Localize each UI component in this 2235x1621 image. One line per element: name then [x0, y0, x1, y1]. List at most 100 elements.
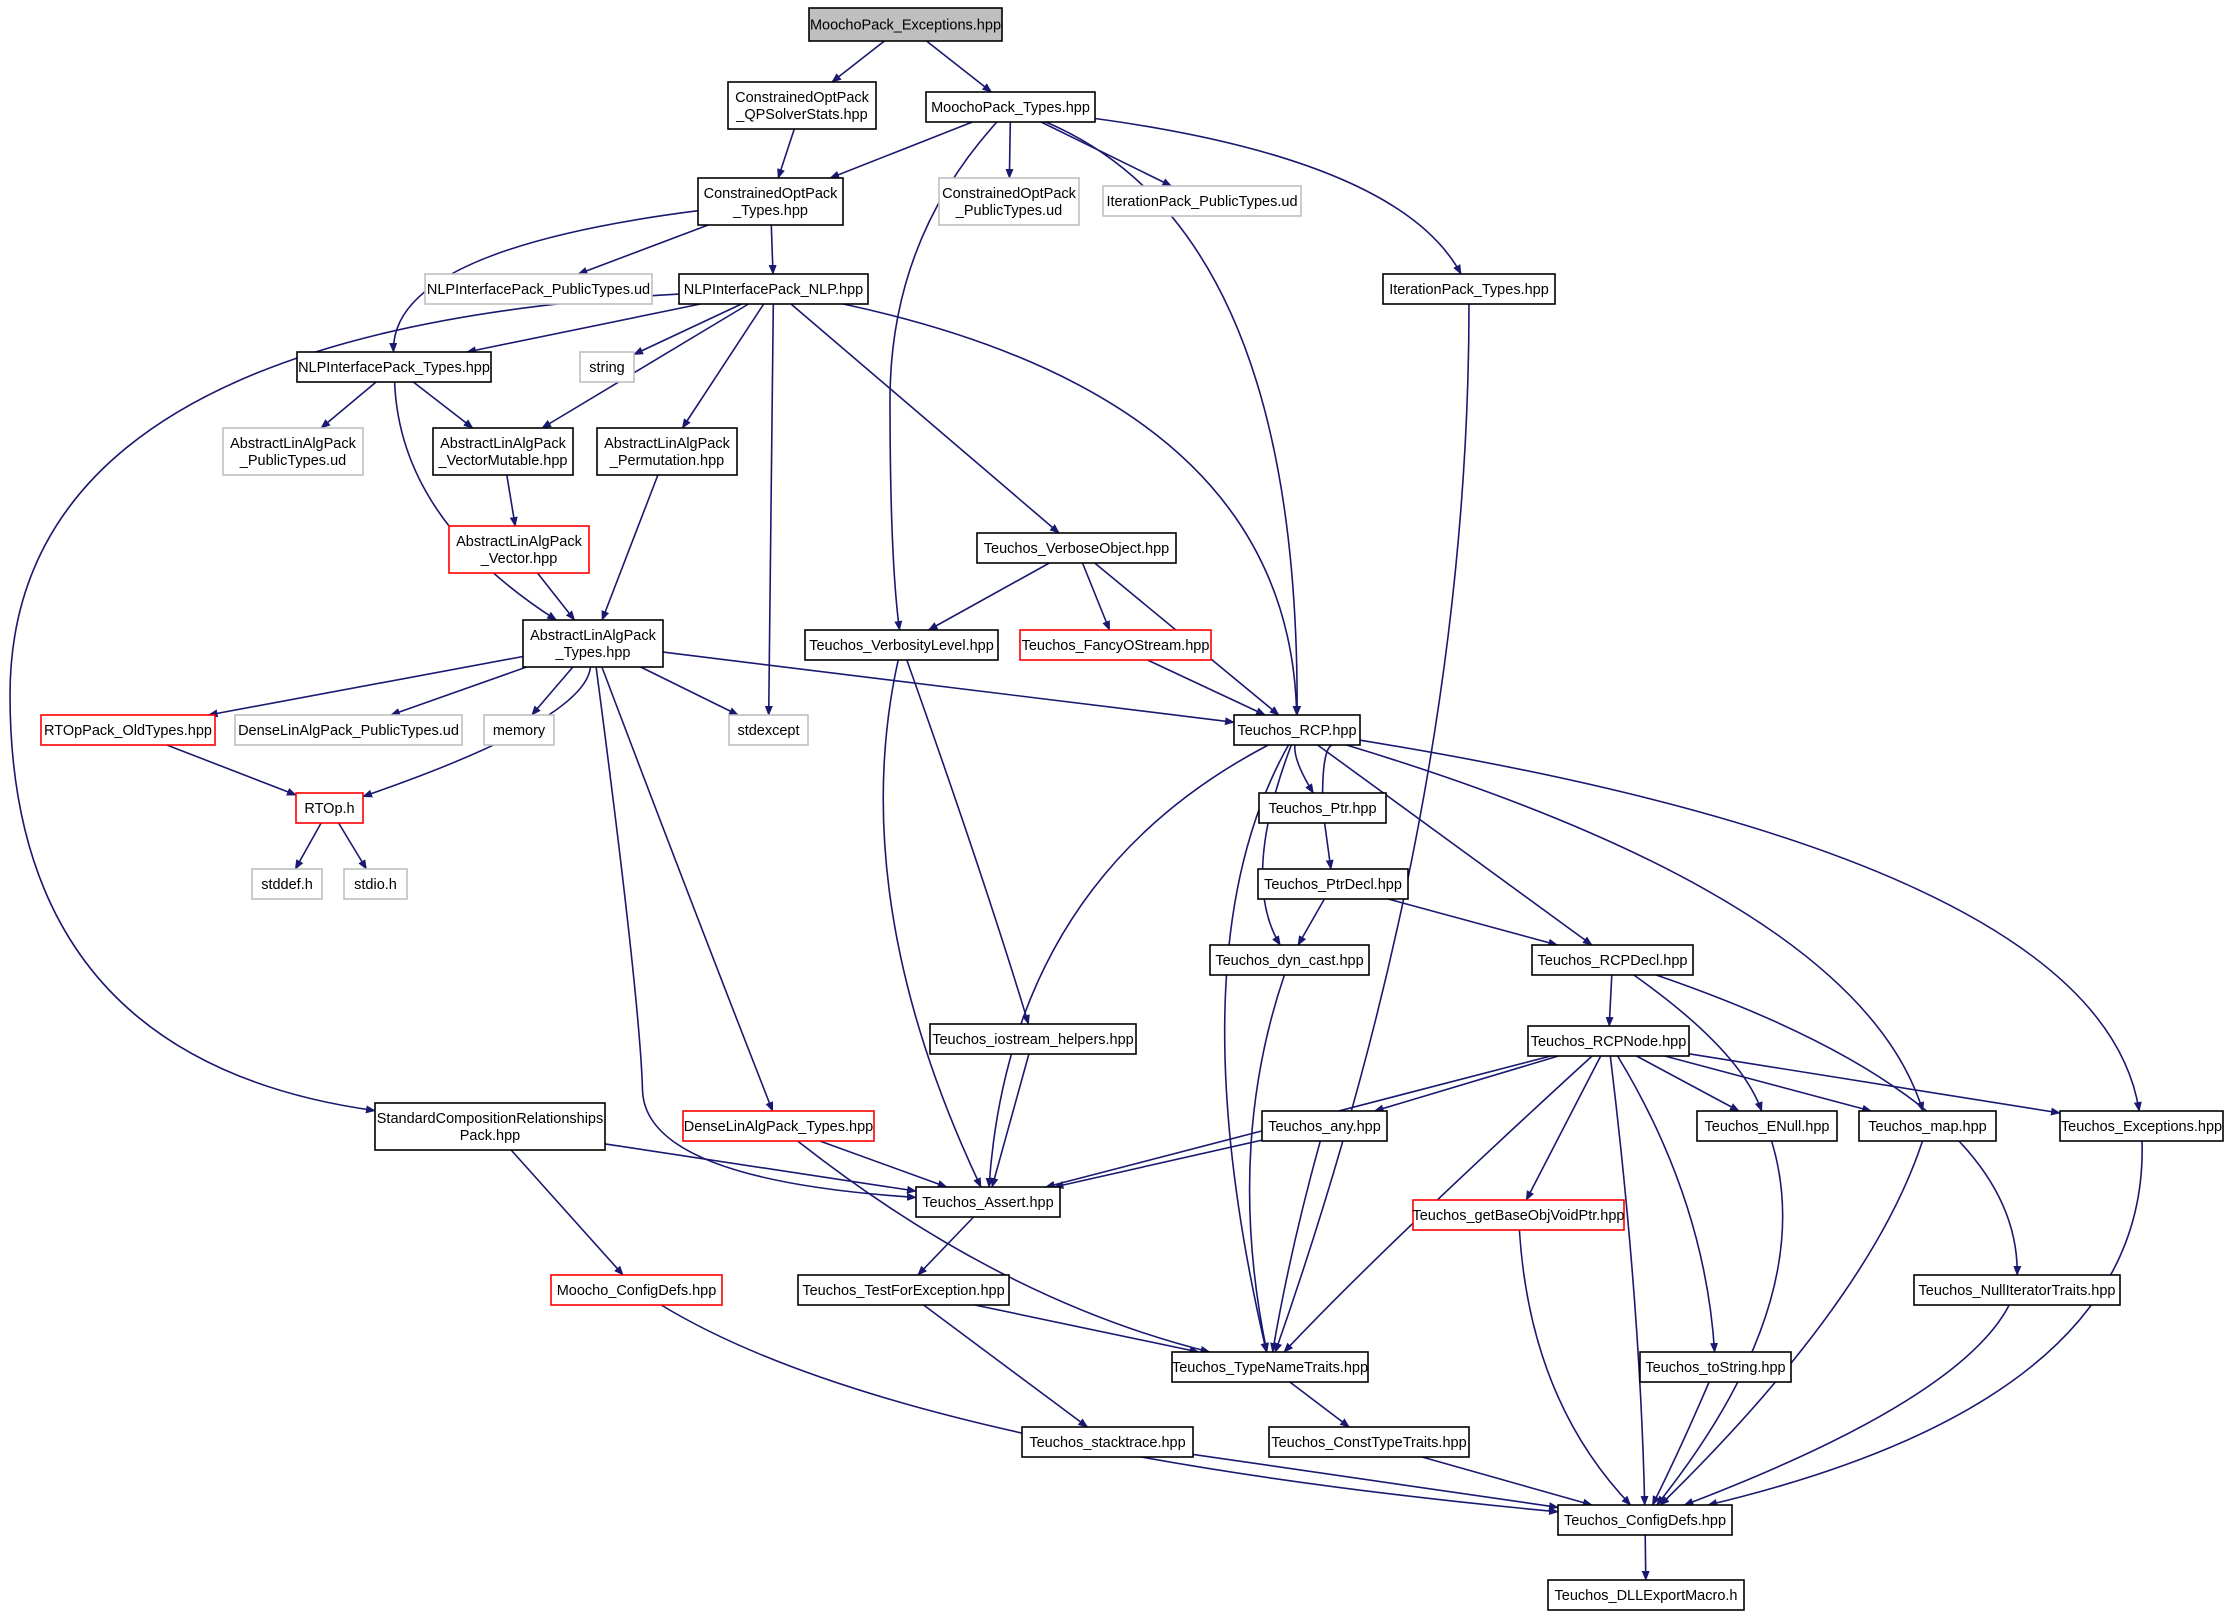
- node-box: [234, 714, 463, 746]
- edge-nlp_nlp-to-perm: [681, 303, 765, 429]
- node-rcpdecl[interactable]: Teuchos_RCPDecl.hpp: [1531, 944, 1694, 976]
- node-box: [808, 7, 1003, 42]
- node-label: Teuchos_Ptr.hpp: [1268, 801, 1376, 817]
- node-label: _Vector.hpp: [480, 551, 558, 567]
- node-label: NLPInterfacePack_PublicTypes.ud: [427, 282, 650, 298]
- edge-rtop-to-stddef: [294, 822, 322, 870]
- edge-rcpnode-to-any: [1373, 1055, 1559, 1113]
- node-rcp[interactable]: Teuchos_RCP.hpp: [1233, 714, 1361, 746]
- edge-arrow: [1081, 562, 1111, 631]
- node-getbase[interactable]: Teuchos_getBaseObjVoidPtr.hpp: [1412, 1199, 1625, 1231]
- edge-testforexc-to-typename: [974, 1304, 1200, 1355]
- node-iter-types[interactable]: IterationPack_Types.hpp: [1382, 273, 1556, 305]
- edge-arrow: [337, 822, 368, 870]
- node-stddef: stddef.h: [251, 868, 323, 900]
- node-box: [432, 427, 574, 476]
- node-label: AbstractLinAlgPack: [440, 436, 566, 452]
- node-box: [1858, 1110, 1997, 1142]
- node-rcpnode[interactable]: Teuchos_RCPNode.hpp: [1527, 1025, 1690, 1057]
- edge-assert-to-testforexc: [917, 1216, 975, 1276]
- node-ptr[interactable]: Teuchos_Ptr.hpp: [1258, 792, 1387, 824]
- edge-ptrdecl-to-dyncast: [1297, 898, 1326, 946]
- node-qpsolverstats[interactable]: ConstrainedOptPack_QPSolverStats.hpp: [727, 81, 877, 130]
- edge-arrow: [1525, 1055, 1602, 1201]
- edge-any-to-typename: [1270, 1140, 1322, 1353]
- edge-rcp-to-texc: [1359, 739, 2142, 1112]
- node-label: memory: [493, 723, 546, 739]
- edge-rcp-to-map: [1346, 744, 1925, 1112]
- edge-arrow: [906, 659, 1030, 1025]
- node-cfgdefs[interactable]: Teuchos_ConfigDefs.hpp: [1557, 1504, 1733, 1536]
- node-label: DenseLinAlgPack_Types.hpp: [684, 1119, 873, 1135]
- edge-ala_types-to-stdexcept: [640, 666, 739, 716]
- edge-arrow: [1518, 1229, 1632, 1506]
- node-label: Teuchos_TypeNameTraits.hpp: [1172, 1360, 1368, 1376]
- edge-arrow: [389, 209, 699, 353]
- node-box: [915, 1186, 1061, 1218]
- node-vecmut[interactable]: AbstractLinAlgPack_VectorMutable.hpp: [432, 427, 574, 476]
- node-label: Teuchos_stacktrace.hpp: [1029, 1435, 1185, 1451]
- edge-rcpnode-to-getbase: [1525, 1055, 1602, 1201]
- edge-enull-to-cfgdefs: [1656, 1140, 1784, 1506]
- node-vector[interactable]: AbstractLinAlgPack_Vector.hpp: [448, 525, 590, 574]
- edge-rcpdecl-to-rcpnode: [1605, 974, 1614, 1027]
- edge-arrow: [294, 822, 322, 870]
- node-label: AbstractLinAlgPack: [530, 628, 656, 644]
- node-typename[interactable]: Teuchos_TypeNameTraits.hpp: [1171, 1351, 1369, 1383]
- node-cop-types[interactable]: ConstrainedOptPack_Types.hpp: [697, 177, 844, 226]
- node-box: [804, 629, 999, 661]
- node-dllexport[interactable]: Teuchos_DLLExportMacro.h: [1547, 1579, 1745, 1611]
- node-label: Teuchos_PtrDecl.hpp: [1264, 877, 1402, 893]
- node-perm[interactable]: AbstractLinAlgPack_Permutation.hpp: [596, 427, 738, 476]
- node-ala-types[interactable]: AbstractLinAlgPack_Types.hpp: [522, 619, 664, 668]
- node-exceptions[interactable]: MoochoPack_Exceptions.hpp: [808, 7, 1003, 42]
- edge-arrow: [777, 128, 796, 179]
- edge-arrow: [926, 40, 993, 93]
- node-nlp-types[interactable]: NLPInterfacePack_Types.hpp: [296, 351, 492, 383]
- edge-testforexc-to-stacktrace: [923, 1304, 1089, 1428]
- node-box: [483, 714, 555, 746]
- node-consttype[interactable]: Teuchos_ConstTypeTraits.hpp: [1268, 1426, 1470, 1458]
- node-assert[interactable]: Teuchos_Assert.hpp: [915, 1186, 1061, 1218]
- node-box: [522, 619, 664, 668]
- node-rtop[interactable]: RTOp.h: [295, 792, 364, 824]
- node-tostring[interactable]: Teuchos_toString.hpp: [1639, 1351, 1792, 1383]
- node-stdexcept: stdexcept: [728, 714, 809, 746]
- edge-arrow: [1633, 974, 1763, 1112]
- node-label: IterationPack_PublicTypes.ud: [1106, 194, 1297, 210]
- node-dyncast[interactable]: Teuchos_dyn_cast.hpp: [1209, 944, 1370, 976]
- edge-arrow: [506, 474, 518, 527]
- node-nlp-nlp[interactable]: NLPInterfacePack_NLP.hpp: [678, 273, 869, 305]
- node-cop-public: ConstrainedOptPack_PublicTypes.ud: [938, 177, 1080, 226]
- node-fancyos[interactable]: Teuchos_FancyOStream.hpp: [1019, 629, 1212, 661]
- node-box: [976, 532, 1177, 564]
- node-verblevel[interactable]: Teuchos_VerbosityLevel.hpp: [804, 629, 999, 661]
- node-testforexc[interactable]: Teuchos_TestForException.hpp: [797, 1274, 1010, 1306]
- node-label: Teuchos_FancyOStream.hpp: [1022, 638, 1210, 654]
- node-label: NLPInterfacePack_Types.hpp: [298, 360, 490, 376]
- node-ptrdecl[interactable]: Teuchos_PtrDecl.hpp: [1257, 868, 1409, 900]
- edge-arrow: [577, 224, 709, 275]
- node-enull[interactable]: Teuchos_ENull.hpp: [1696, 1110, 1838, 1142]
- node-any[interactable]: Teuchos_any.hpp: [1261, 1110, 1388, 1142]
- node-nulliter[interactable]: Teuchos_NullIteratorTraits.hpp: [1913, 1274, 2121, 1306]
- nodes-layer: MoochoPack_Exceptions.hppConstrainedOptP…: [40, 7, 2224, 1611]
- node-dla-types[interactable]: DenseLinAlgPack_Types.hpp: [682, 1110, 875, 1142]
- node-map[interactable]: Teuchos_map.hpp: [1858, 1110, 1997, 1142]
- node-rtop-old[interactable]: RTOpPack_OldTypes.hpp: [40, 714, 216, 746]
- node-box: [222, 427, 364, 476]
- node-texc[interactable]: Teuchos_Exceptions.hpp: [2059, 1110, 2224, 1142]
- edge-getbase-to-cfgdefs: [1518, 1229, 1632, 1506]
- node-stacktrace[interactable]: Teuchos_stacktrace.hpp: [1021, 1426, 1194, 1458]
- edge-ala_types-to-memory: [531, 666, 574, 716]
- edge-rtop_old-to-rtop: [166, 744, 297, 796]
- edge-rcp-to-rcpdecl: [1317, 744, 1593, 946]
- node-label: Teuchos_DLLExportMacro.h: [1555, 1588, 1738, 1604]
- node-label: Pack.hpp: [460, 1128, 520, 1144]
- node-moocho-cfg[interactable]: Moocho_ConfigDefs.hpp: [550, 1274, 723, 1306]
- node-iohelpers[interactable]: Teuchos_iostream_helpers.hpp: [929, 1023, 1137, 1055]
- node-verboseobj[interactable]: Teuchos_VerboseObject.hpp: [976, 532, 1177, 564]
- edge-arrow: [974, 1304, 1200, 1355]
- node-moocho-types[interactable]: MoochoPack_Types.hpp: [925, 91, 1096, 123]
